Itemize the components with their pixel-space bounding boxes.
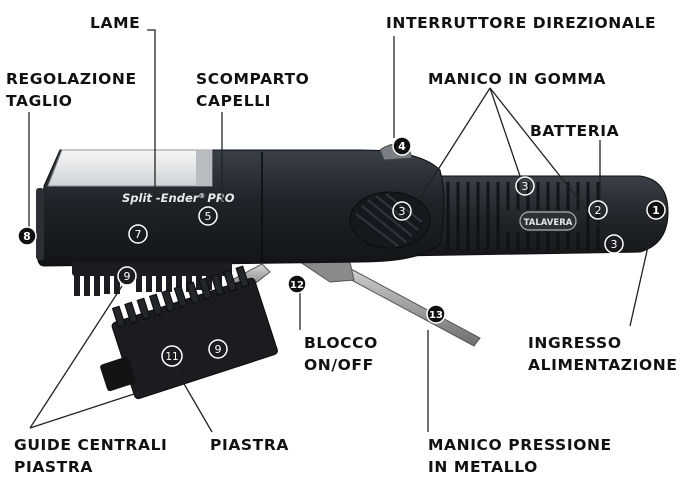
rubber-handle: TALAVERA: [399, 175, 669, 257]
marker-7: 7: [128, 224, 148, 244]
marker-3-handle-bottom: 3: [604, 234, 624, 254]
leader-lines: [28, 29, 655, 433]
marker-8: 8: [17, 226, 37, 246]
comb-plate: [100, 265, 278, 400]
marker-13: 13: [426, 304, 446, 324]
svg-text:9: 9: [215, 343, 222, 356]
svg-text:2: 2: [595, 204, 602, 217]
label-plate: PIASTRA: [210, 436, 289, 454]
marker-12: 12: [287, 274, 307, 294]
marker-3-oval-grip: 3: [392, 201, 412, 221]
handle-logo: TALAVERA: [524, 218, 573, 228]
center-guide-comb: [72, 262, 232, 296]
marker-1: 1: [646, 200, 666, 220]
svg-text:12: 12: [290, 280, 304, 291]
marker-11: 11: [161, 345, 183, 367]
marker-9-comb: 9: [117, 266, 137, 286]
device-body: Split -Ender®PRO: [36, 143, 445, 267]
label-battery: BATTERIA: [530, 122, 620, 140]
svg-text:5: 5: [205, 210, 212, 223]
svg-text:8: 8: [23, 230, 31, 243]
label-blades: LAME: [90, 14, 141, 32]
brand-text: Split -Ender®PRO: [122, 191, 235, 205]
marker-4: 4: [392, 136, 412, 156]
svg-text:13: 13: [429, 310, 443, 321]
svg-text:4: 4: [398, 140, 406, 153]
label-rubber-handle: MANICO IN GOMMA: [428, 70, 606, 88]
svg-text:3: 3: [611, 238, 618, 251]
svg-text:3: 3: [399, 205, 406, 218]
svg-text:9: 9: [124, 270, 131, 283]
marker-3-handle-top: 3: [515, 176, 535, 196]
marker-2: 2: [588, 200, 608, 220]
label-direction-switch: INTERRUTTORE DIREZIONALE: [386, 14, 657, 32]
marker-5: 5: [198, 206, 218, 226]
svg-text:3: 3: [522, 180, 529, 193]
svg-text:11: 11: [165, 351, 178, 363]
svg-text:7: 7: [135, 228, 142, 241]
svg-text:1: 1: [652, 204, 660, 217]
marker-9-plate: 9: [208, 339, 228, 359]
